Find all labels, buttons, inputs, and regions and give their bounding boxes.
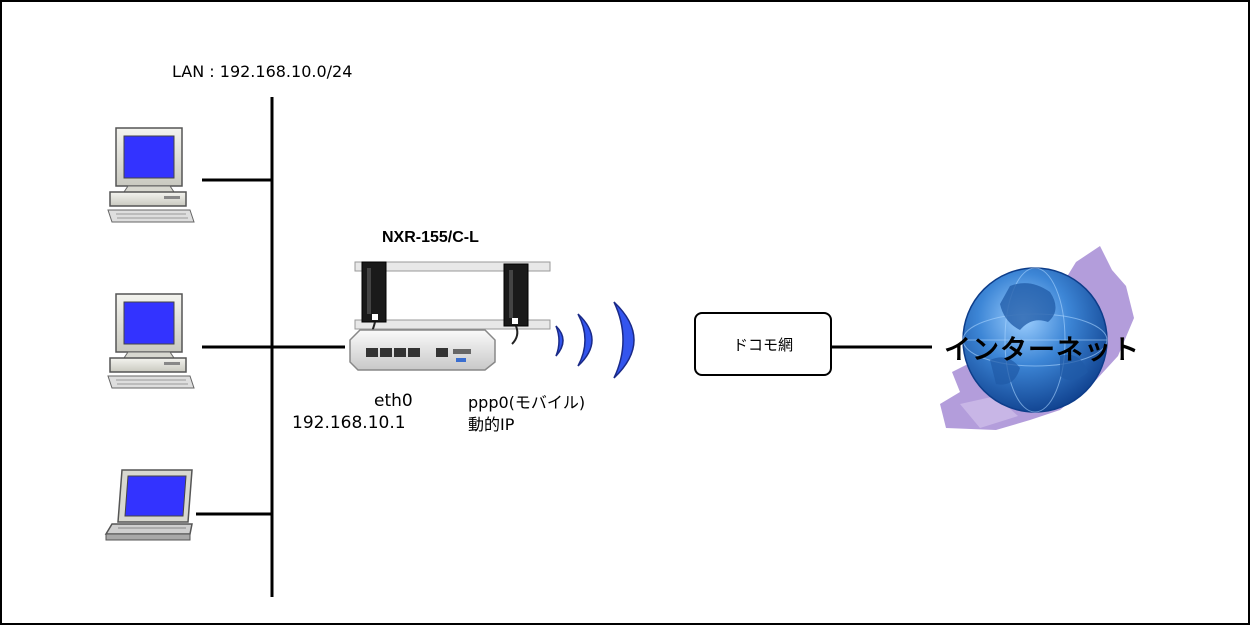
laptop-icon: [104, 469, 193, 541]
desktop-pc-icon: [107, 127, 195, 223]
ppp0-interface-label: ppp0(モバイル): [468, 393, 586, 412]
router-model-label: NXR-155/C-L: [382, 229, 479, 246]
carrier-network-label: ドコモ網: [732, 335, 793, 354]
globe-icon: [940, 246, 1134, 430]
ppp0-ip-label: 動的IP: [468, 415, 515, 434]
lan-subnet-label: LAN : 192.168.10.0/24: [172, 62, 353, 81]
internet-label: インターネット: [944, 335, 1140, 366]
desktop-pc-icon: [107, 293, 195, 389]
carrier-network-box: ドコモ網: [694, 312, 832, 376]
wireless-signal-icon: [555, 301, 635, 379]
router-icon: [349, 261, 551, 371]
eth0-interface-label: eth0: [374, 391, 413, 411]
eth0-ip-label: 192.168.10.1: [292, 413, 406, 433]
